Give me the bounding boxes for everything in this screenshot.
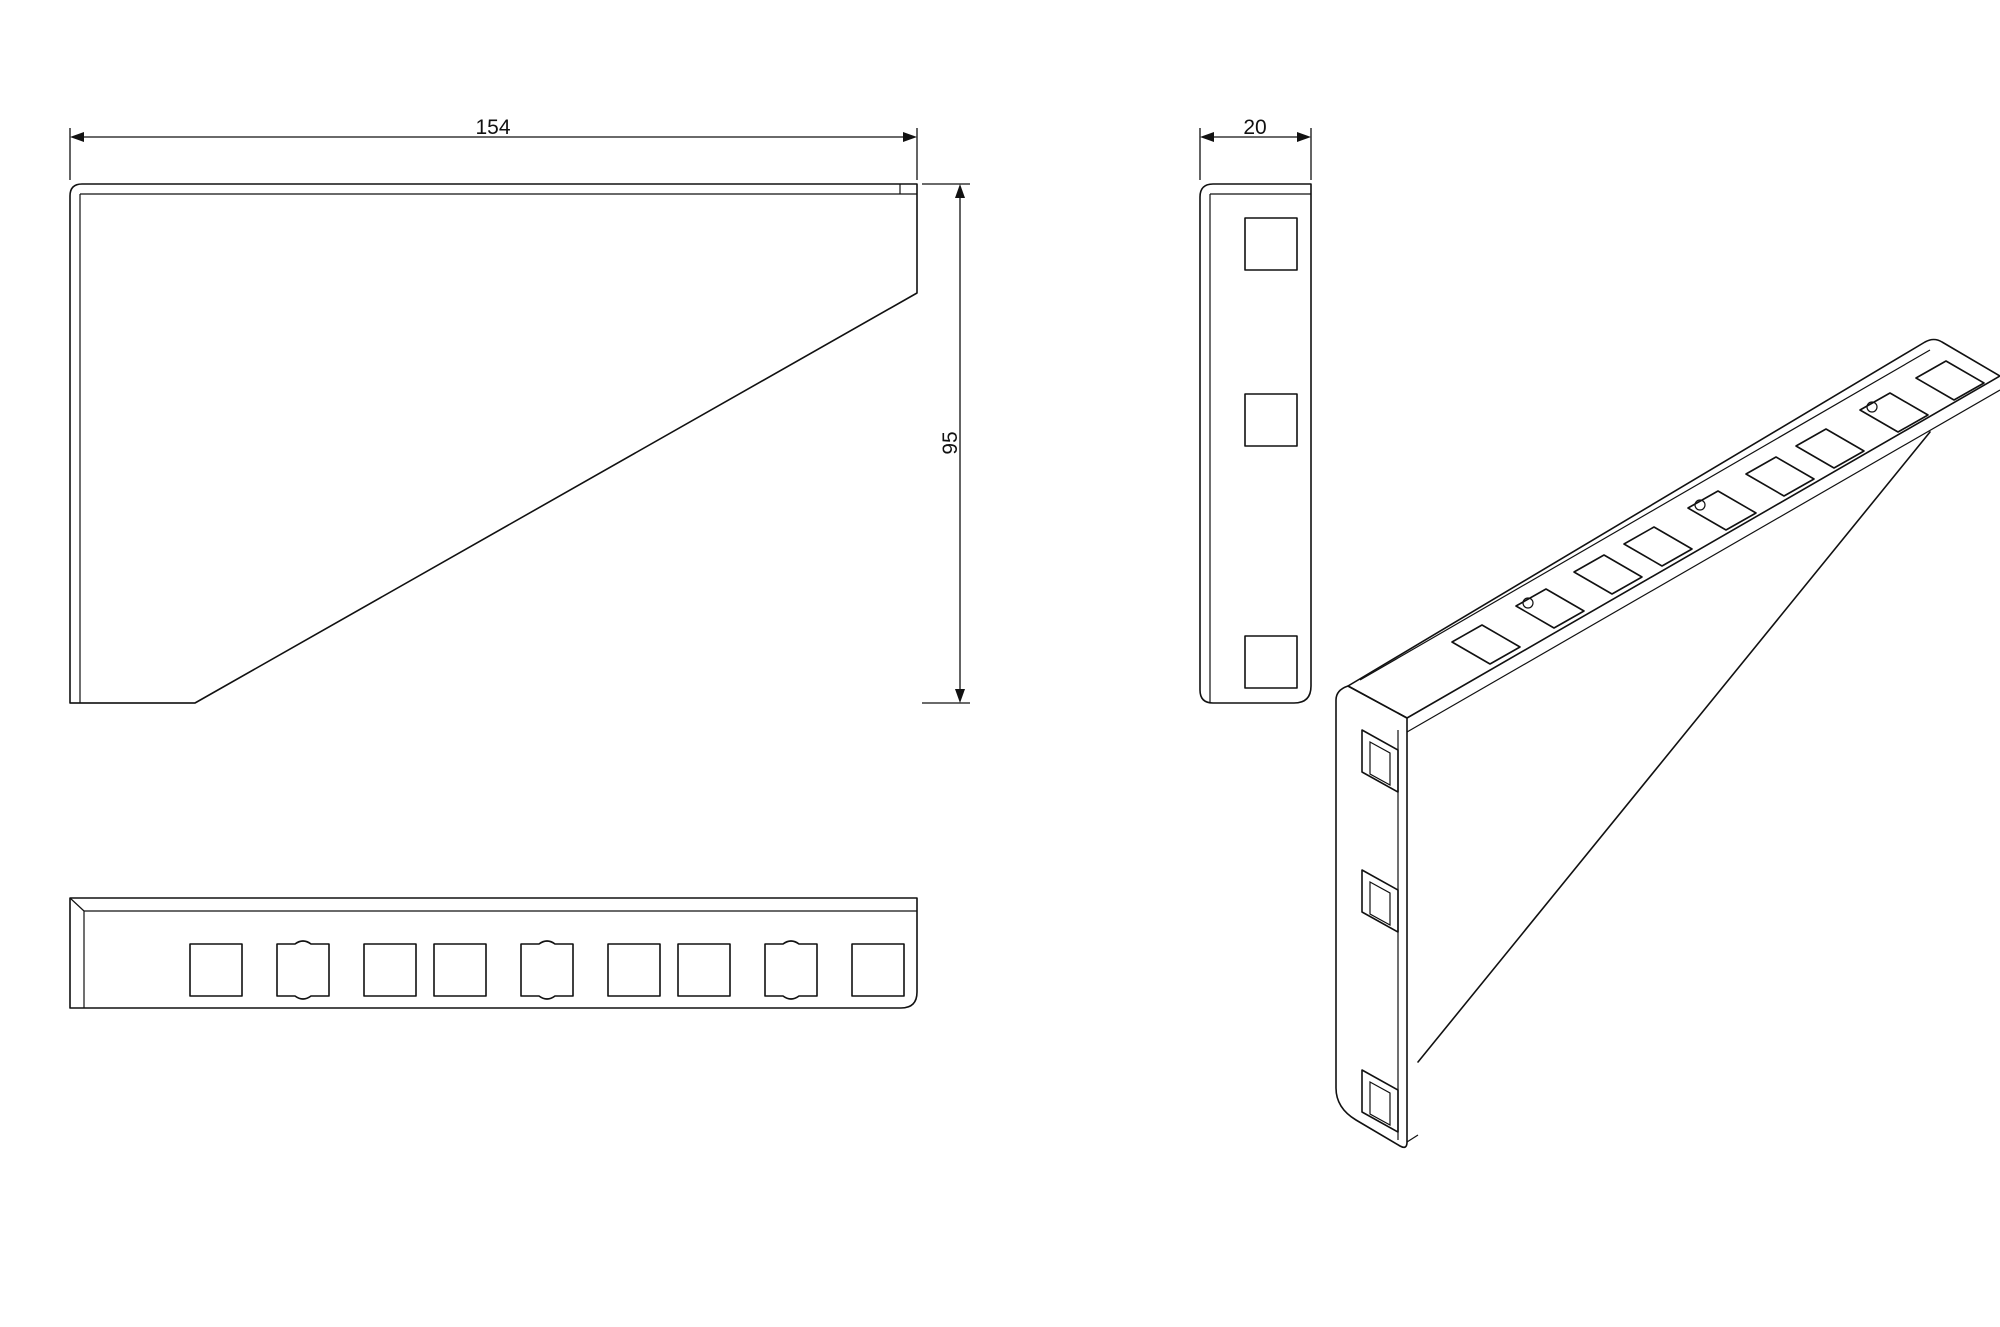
top-view-slot-9 — [851, 943, 905, 997]
top-view-outline — [69, 897, 918, 1009]
iso-flange-slot-middle-depth — [1369, 880, 1391, 927]
height-arrow-bottom — [955, 689, 965, 703]
length-label: 154 — [475, 116, 510, 139]
iso-arm-keyed-slot-2 — [1515, 588, 1585, 629]
iso-arm-slot-9 — [1915, 360, 1985, 401]
iso-arm-lower-edge — [1406, 389, 2000, 733]
top-view-corner-bend — [69, 897, 85, 912]
iso-flange-slot-middle — [1361, 869, 1399, 933]
height-arrow-top — [955, 184, 965, 198]
iso-flange-bottom-edge — [1406, 1134, 1419, 1143]
iso-flange-slot-bottom-depth — [1369, 1080, 1391, 1127]
end-view-slot-middle — [1244, 393, 1298, 447]
top-view-slot-4 — [433, 943, 487, 997]
iso-arm-key-8 — [1866, 401, 1878, 413]
width-arrow-left — [1200, 132, 1214, 142]
iso-arm-bend-line — [1359, 349, 1931, 681]
dimension-height: 95 — [922, 183, 970, 704]
iso-arm-slot-4 — [1623, 526, 1693, 567]
end-view-outline — [1199, 183, 1312, 704]
iso-arm-keyed-slot-8 — [1859, 392, 1929, 433]
length-arrow-right — [903, 132, 917, 142]
front-view-outline — [69, 183, 918, 704]
top-view-slot-6 — [607, 943, 661, 997]
length-arrow-left — [70, 132, 84, 142]
width-label: 20 — [1243, 116, 1266, 139]
front-view — [69, 183, 918, 704]
iso-arm-key-5 — [1694, 499, 1706, 511]
iso-arm-keyed-slot-5 — [1687, 490, 1757, 531]
dimension-length: 154 — [69, 116, 918, 180]
top-view-slot-1 — [189, 943, 243, 997]
iso-flange-slot-top — [1361, 729, 1399, 793]
isometric-view — [1335, 338, 2000, 1149]
iso-top-arm — [1347, 338, 2000, 719]
height-label: 95 — [939, 431, 962, 454]
top-view-keyed-slot-8 — [764, 940, 818, 1000]
iso-arm-key-2 — [1522, 597, 1534, 609]
top-view-keyed-slot-2 — [276, 940, 330, 1000]
top-view-slot-3 — [363, 943, 417, 997]
end-view-slot-top — [1244, 217, 1298, 271]
end-view-slot-bottom — [1244, 635, 1298, 689]
width-arrow-right — [1297, 132, 1311, 142]
dimension-width: 20 — [1199, 116, 1312, 180]
iso-arm-slot-1 — [1451, 624, 1521, 665]
iso-mounting-flange — [1335, 685, 1408, 1149]
top-view-slot-7 — [677, 943, 731, 997]
iso-gusset-edge — [1417, 431, 1931, 1063]
end-view — [1199, 183, 1312, 704]
iso-arm-slot-7 — [1795, 428, 1865, 469]
top-view — [69, 897, 918, 1009]
iso-flange-slot-top-depth — [1369, 740, 1391, 787]
iso-arm-slot-3 — [1573, 554, 1643, 595]
iso-flange-slot-bottom — [1361, 1069, 1399, 1133]
iso-arm-slot-6 — [1745, 456, 1815, 497]
top-view-keyed-slot-5 — [520, 940, 574, 1000]
